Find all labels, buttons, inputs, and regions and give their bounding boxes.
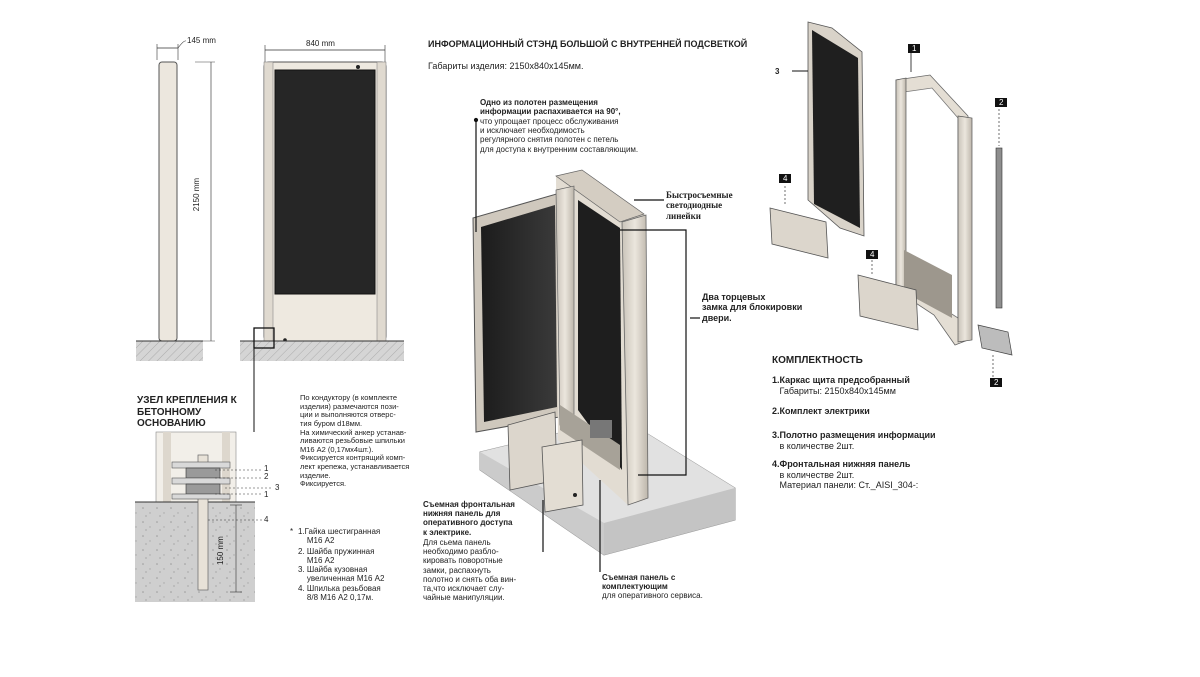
node-callout-4: 4 <box>264 515 269 524</box>
dimensions-line: Габариты изделия: 2150х840х145мм. <box>428 61 584 71</box>
kit-item-4-title: 4.Фронтальная нижняя панель <box>772 459 911 469</box>
kit-heading: КОМПЛЕКТНОСТЬ <box>772 355 863 366</box>
callout-locks: Два торцевых замка для блокировки двери. <box>702 292 803 323</box>
isometric-stand <box>472 169 736 556</box>
fastener-item-2: 2. Шайба пружинная М16 А2 <box>298 547 375 566</box>
tag-2-bottom: 2 <box>990 378 1003 388</box>
callout-service-text: для оперативного сервиса. <box>602 591 703 600</box>
callout-panels-bold: Одно из полотен размещения информации ра… <box>480 98 621 117</box>
dim-width-label: 840 mm <box>306 39 335 48</box>
tag-4-left: 4 <box>779 174 792 184</box>
dim-anchor-depth-label: 150 mm <box>215 536 225 566</box>
fastener-item-4: 4. Шпилька резьбовая 8/8 М16 А2 0,17м. <box>298 584 381 603</box>
kit-item-3-sub: в количестве 2шт. <box>772 441 855 451</box>
tag-4-right: 4 <box>866 250 879 260</box>
page-title: ИНФОРМАЦИОННЫЙ СТЭНД БОЛЬШОЙ С ВНУТРЕННЕ… <box>428 39 748 49</box>
node-title: УЗЕЛ КРЕПЛЕНИЯ К БЕТОННОМУ ОСНОВАНИЮ <box>137 395 237 429</box>
node-callout-1a: 1 <box>264 464 269 473</box>
callout-panels-text: что упрощает процесс обслуживания и искл… <box>480 117 639 154</box>
install-instructions: По кондуктору (в комплекте изделия) разм… <box>300 393 410 489</box>
callout-service-bold: Съемная панель с комплектующим <box>602 573 676 592</box>
callout-leaders <box>473 117 700 572</box>
kit-item-1-title: 1.Каркас щита предсобранный <box>772 375 910 385</box>
exploded-view <box>769 21 1013 378</box>
dim-height-label: 2150 mm <box>192 177 202 212</box>
tag-1: 1 <box>908 44 921 54</box>
side-view <box>136 40 215 361</box>
tag-3: 3 <box>775 67 780 76</box>
fastener-star: * <box>290 527 294 536</box>
fastener-item-1: 1.Гайка шестигранная М16 А2 <box>298 527 381 546</box>
callout-front-panel-bold: Съемная фронтальная нижняя панель для оп… <box>423 500 515 537</box>
kit-item-1-sub: Габариты: 2150х840х145мм <box>772 386 896 396</box>
front-view <box>240 45 404 432</box>
callout-front-panel-text: Для сьема панель необходимо разбло- киро… <box>423 538 517 603</box>
node-callout-2: 2 <box>264 472 269 481</box>
node-callout-3: 3 <box>275 483 280 492</box>
kit-item-3-title: 3.Полотно размещения информации <box>772 430 936 440</box>
fastener-item-3: 3. Шайба кузовная увеличенная М16 А2 <box>298 565 385 584</box>
tag-2-top: 2 <box>995 98 1008 108</box>
kit-item-4-sub: в количестве 2шт. Материал панели: Ст._A… <box>779 470 919 491</box>
anchor-node-detail <box>135 431 272 602</box>
node-callout-1b: 1 <box>264 490 269 499</box>
callout-led: Быстросъемные светодиодные линейки <box>666 190 733 221</box>
dim-depth-label: 145 mm <box>187 36 216 45</box>
kit-item-2-title: 2.Комплект электрики <box>772 406 870 416</box>
